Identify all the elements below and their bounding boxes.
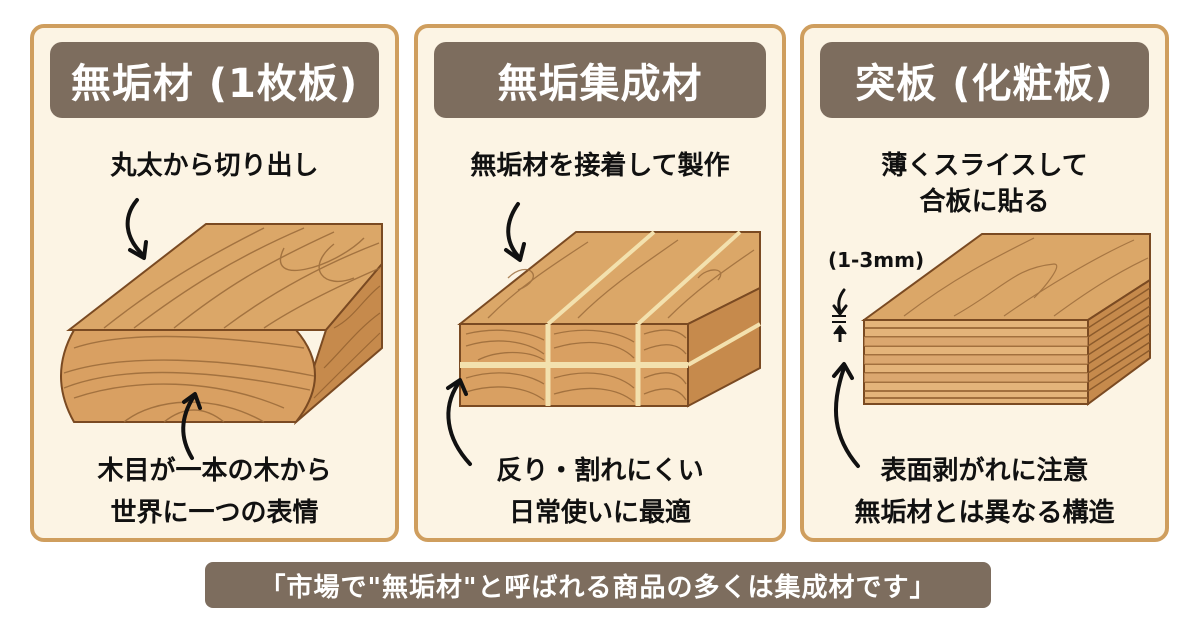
thickness-label: (1-3mm) xyxy=(828,248,925,272)
laminated-board-illustration xyxy=(446,202,761,466)
arrow-icon xyxy=(181,394,196,460)
top-caption: 薄くスライスして 合板に貼る xyxy=(881,151,1088,217)
veneer-plywood-illustration xyxy=(832,233,1151,468)
bottom-caption: 木目が一本の木から 世界に一つの表情 xyxy=(97,456,332,528)
arrow-icon xyxy=(446,382,472,466)
card-title: 突板 (化粧板) xyxy=(820,42,1149,118)
card-title: 無垢集成材 xyxy=(434,42,766,118)
arrow-icon xyxy=(125,198,144,256)
card-laminated-wood: 無垢集成材 無垢材を接着して製作 xyxy=(414,24,786,542)
solid-wood-board-illustration xyxy=(60,198,383,460)
card-veneer: 突板 (化粧板) 薄くスライスして 合板に貼る (1-3mm) xyxy=(800,24,1169,542)
arrow-icon xyxy=(506,202,520,258)
bottom-caption: 反り・割れにくい 日常使いに最適 xyxy=(496,456,704,528)
summary-banner: 「市場で"無垢材"と呼ばれる商品の多くは集成材です」 xyxy=(205,562,991,608)
top-caption: 無垢材を接着して製作 xyxy=(470,151,730,181)
top-caption: 丸太から切り出し xyxy=(110,151,319,181)
arrow-icon xyxy=(837,288,846,314)
card-solid-wood: 無垢材 (1枚板) 丸太から切り出し xyxy=(30,24,399,542)
bottom-caption: 表面剥がれに注意 無垢材とは異なる構造 xyxy=(854,456,1115,528)
card-title: 無垢材 (1枚板) xyxy=(50,42,379,118)
arrow-icon xyxy=(833,366,860,468)
